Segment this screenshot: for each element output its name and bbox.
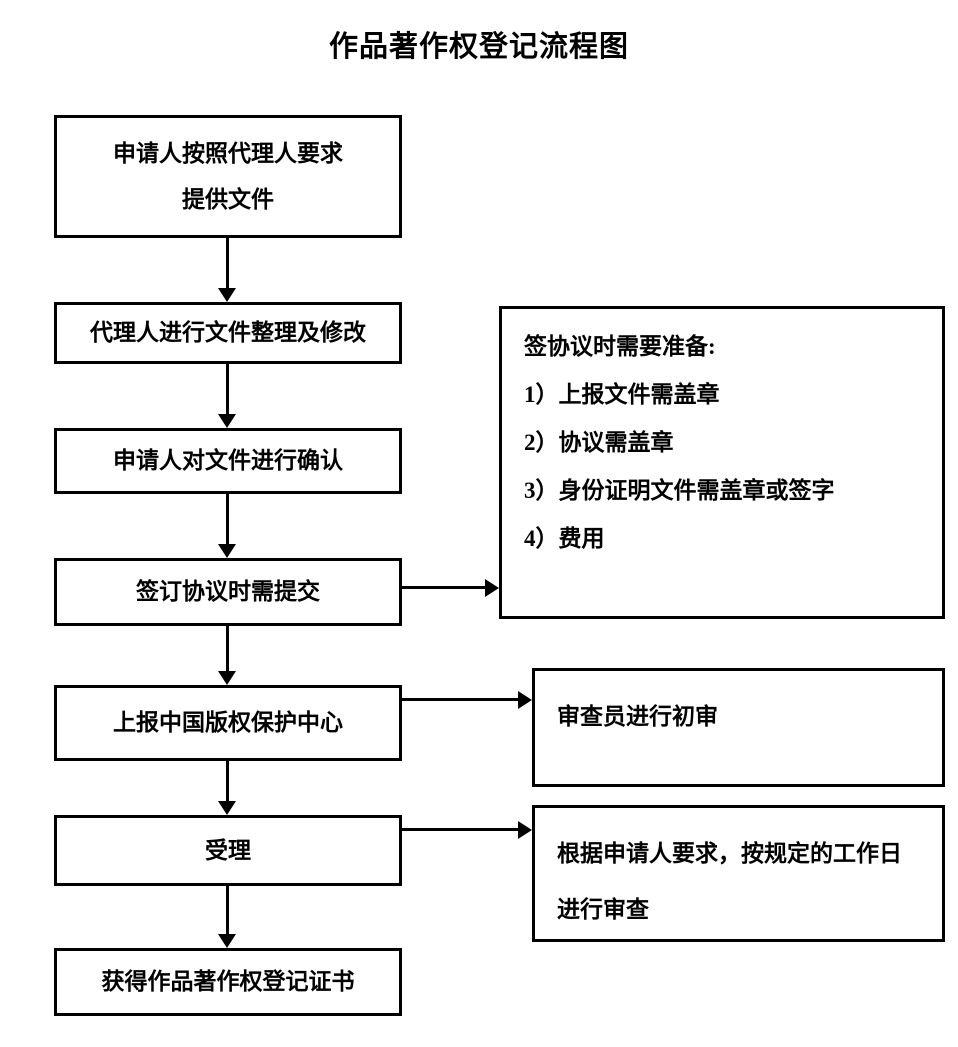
info-panel-first-review[interactable]: 审查员进行初审 [532, 668, 945, 787]
connector-line-node6-examination [402, 828, 518, 831]
flow-node-line: 获得作品著作权登记证书 [101, 969, 355, 994]
connector-arrowhead-node4-requirements [485, 579, 499, 597]
flow-node-line: 代理人进行文件整理及修改 [90, 320, 366, 345]
flow-node-report-to-copyright-center[interactable]: 上报中国版权保护中心 [54, 685, 402, 761]
connector-line-node5-first-review [402, 698, 518, 701]
page-title: 作品著作权登记流程图 [328, 31, 629, 63]
connector-arrowhead-node1-node2 [218, 288, 236, 302]
flow-node-applicant-confirm-documents[interactable]: 申请人对文件进行确认 [54, 428, 402, 494]
info-panel-line: 审查员进行初审 [557, 704, 718, 729]
flow-node-acceptance[interactable]: 受理 [54, 815, 402, 886]
connector-arrowhead-node3-node4 [218, 544, 236, 558]
connector-line-node2-node3 [226, 364, 229, 415]
info-panel-item: 3）身份证明文件需盖章或签字 [524, 478, 835, 503]
flow-node-line: 申请人对文件进行确认 [113, 448, 343, 473]
flow-node-line: 上报中国版权保护中心 [113, 710, 343, 735]
connector-arrowhead-node6-examination [518, 821, 532, 839]
info-panel-item: 1）上报文件需盖章 [524, 382, 720, 407]
flow-node-agent-organize-documents[interactable]: 代理人进行文件整理及修改 [54, 302, 402, 364]
connector-arrowhead-node6-node7 [218, 934, 236, 948]
connector-arrowhead-node5-first-review [518, 691, 532, 709]
info-panel-item: 4）费用 [524, 526, 605, 551]
connector-arrowhead-node5-node6 [218, 801, 236, 815]
info-panel-signing-requirements[interactable]: 签协议时需要准备: 1）上报文件需盖章 2）协议需盖章 3）身份证明文件需盖章或… [499, 306, 945, 619]
info-panel-line: 根据申请人要求，按规定的工作日 [557, 841, 902, 866]
flow-node-applicant-provide-documents[interactable]: 申请人按照代理人要求 提供文件 [54, 115, 402, 238]
connector-line-node4-node5 [226, 626, 229, 671]
info-panel-line: 进行审查 [557, 897, 649, 922]
connector-line-node6-node7 [226, 886, 229, 934]
flow-node-line: 签订协议时需提交 [136, 579, 320, 604]
info-panel-item: 2）协议需盖章 [524, 430, 674, 455]
flow-node-line: 提供文件 [182, 186, 274, 212]
connector-line-node1-node2 [226, 238, 229, 290]
flow-node-submit-on-signing[interactable]: 签订协议时需提交 [54, 558, 402, 626]
connector-line-node4-requirements [402, 586, 485, 589]
info-panel-content: 审查员进行初审 [535, 671, 942, 784]
flow-node-line: 申请人按照代理人要求 [113, 140, 343, 166]
info-panel-content: 签协议时需要准备: 1）上报文件需盖章 2）协议需盖章 3）身份证明文件需盖章或… [502, 309, 942, 563]
info-panel-examination-period[interactable]: 根据申请人要求，按规定的工作日 进行审查 [532, 805, 945, 942]
info-panel-content: 根据申请人要求，按规定的工作日 进行审查 [535, 808, 942, 939]
connector-arrowhead-node2-node3 [218, 414, 236, 428]
connector-arrowhead-node4-node5 [218, 671, 236, 685]
connector-line-node5-node6 [226, 761, 229, 801]
info-panel-heading: 签协议时需要准备: [524, 334, 716, 359]
flow-node-obtain-certificate[interactable]: 获得作品著作权登记证书 [54, 948, 402, 1016]
connector-line-node3-node4 [226, 494, 229, 544]
flow-node-line: 受理 [205, 837, 251, 863]
